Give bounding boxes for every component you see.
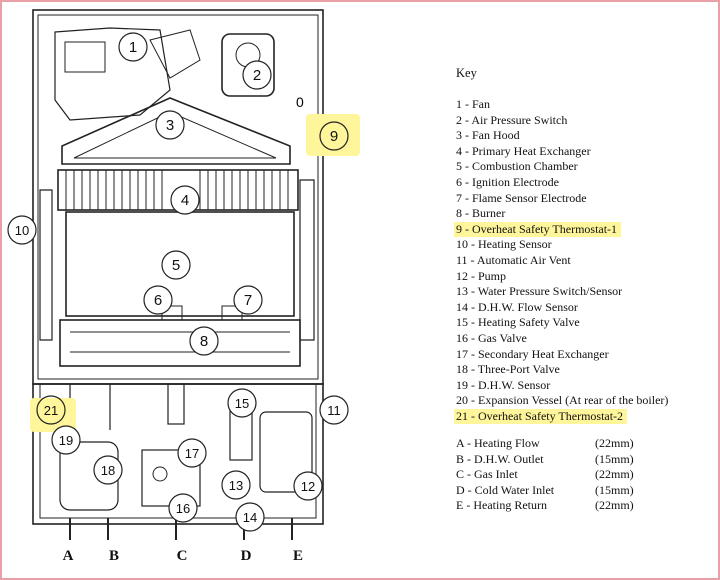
callout-circle bbox=[143, 285, 173, 315]
callout-number: 6 bbox=[154, 292, 162, 309]
connection-label-c: C bbox=[176, 548, 188, 564]
pipe-row: B - D.H.W. Outlet (15mm) bbox=[456, 452, 634, 468]
key-item: 14 - D.H.W. Flow Sensor bbox=[456, 299, 578, 314]
key-item: 7 - Flame Sensor Electrode bbox=[456, 190, 587, 205]
callout-number: 12 bbox=[301, 479, 315, 494]
callout-circle bbox=[168, 493, 198, 523]
callout-circle bbox=[242, 60, 272, 90]
callout-circle bbox=[293, 471, 323, 501]
key-item: 2 - Air Pressure Switch bbox=[456, 112, 568, 127]
pipe-row: C - Gas Inlet (22mm) bbox=[456, 467, 634, 483]
callout-number: 1 bbox=[129, 39, 137, 56]
connection-label-d: D bbox=[240, 548, 252, 564]
callout-circle bbox=[227, 388, 257, 418]
key-item: 3 - Fan Hood bbox=[456, 128, 520, 143]
key-item: 1 - Fan bbox=[456, 97, 490, 111]
pipe-row: D - Cold Water Inlet (15mm) bbox=[456, 483, 634, 499]
callout-number: 17 bbox=[185, 446, 199, 461]
pipe-connection-table: A - Heating Flow (22mm) B - D.H.W. Outlet (… bbox=[456, 436, 634, 514]
key-item: 19 - D.H.W. Sensor bbox=[456, 377, 551, 392]
key-item: 17 - Secondary Heat Exchanger bbox=[456, 346, 609, 361]
callout-number: 13 bbox=[229, 478, 243, 493]
callout-number: 8 bbox=[200, 333, 208, 350]
callout-circle bbox=[177, 438, 207, 468]
key-item: 11 - Automatic Air Vent bbox=[456, 252, 571, 267]
pipe-label: B - D.H.W. Outlet bbox=[456, 451, 544, 466]
callout-circle bbox=[319, 121, 349, 151]
callout-circle bbox=[170, 185, 200, 215]
callout-number: 3 bbox=[166, 117, 174, 134]
pipe-label: E - Heating Return bbox=[456, 498, 547, 513]
pipe-row: A - Heating Flow (22mm) bbox=[456, 436, 634, 452]
callout-circle bbox=[93, 455, 123, 485]
callout-circle bbox=[7, 215, 37, 245]
callout-number: 21 bbox=[44, 403, 58, 418]
callout-circle bbox=[233, 285, 263, 315]
pipe-label: D - Cold Water Inlet bbox=[456, 482, 555, 497]
key-item: 4 - Primary Heat Exchanger bbox=[456, 143, 591, 158]
callout-circle bbox=[235, 502, 265, 532]
pipe-size: (15mm) bbox=[595, 451, 634, 466]
callout-circle bbox=[155, 110, 185, 140]
pipe-size: (22mm) bbox=[595, 467, 634, 482]
key-item: 10 - Heating Sensor bbox=[456, 237, 552, 252]
callout-circle bbox=[189, 326, 219, 356]
key-item: 16 - Gas Valve bbox=[456, 330, 527, 345]
key-item: 6 - Ignition Electrode bbox=[456, 174, 559, 189]
pipe-label: A - Heating Flow bbox=[456, 436, 540, 450]
callout-circle bbox=[221, 470, 251, 500]
key-item: 13 - Water Pressure Switch/Sensor bbox=[456, 284, 623, 299]
callout-circle bbox=[161, 250, 191, 280]
key-item: 20 - Expansion Vessel (At rear of the bo… bbox=[456, 393, 669, 408]
callout-number: 16 bbox=[176, 501, 190, 516]
callout-number: 4 bbox=[181, 192, 189, 209]
pipe-size: (15mm) bbox=[595, 482, 634, 497]
pipe-size: (22mm) bbox=[595, 498, 634, 513]
pipe-size: (22mm) bbox=[595, 436, 634, 450]
key-item: 9 - Overheat Safety Thermostat-1 bbox=[454, 221, 622, 238]
callout-number: 18 bbox=[101, 463, 115, 478]
callout-circle bbox=[51, 425, 81, 455]
callout-number: 7 bbox=[244, 292, 252, 309]
connection-label-a: A bbox=[62, 548, 74, 564]
callout-number: 2 bbox=[253, 67, 261, 84]
callout-circle bbox=[118, 32, 148, 62]
callout-number: 14 bbox=[243, 510, 257, 525]
highlight-marker-9 bbox=[306, 114, 360, 156]
callout-number: 10 bbox=[15, 223, 29, 238]
callout-number: 9 bbox=[330, 128, 338, 145]
callout-number: 19 bbox=[59, 433, 73, 448]
key-title: Key bbox=[456, 66, 477, 80]
pipe-label: C - Gas Inlet bbox=[456, 467, 518, 482]
key-item: 21 - Overheat Safety Thermostat-2 bbox=[454, 408, 628, 425]
pipe-row: E - Heating Return (22mm) bbox=[456, 498, 634, 514]
small-mark: 0 bbox=[296, 94, 304, 110]
callout-circle bbox=[36, 395, 66, 425]
callout-number: 15 bbox=[235, 396, 249, 411]
key-item: 18 - Three-Port Valve bbox=[456, 362, 560, 377]
callout-circle bbox=[319, 395, 349, 425]
key-item: 15 - Heating Safety Valve bbox=[456, 315, 580, 330]
connection-label-b: B bbox=[108, 548, 119, 564]
key-item: 5 - Combustion Chamber bbox=[456, 159, 578, 174]
callout-number: 11 bbox=[327, 403, 341, 418]
callout-number: 5 bbox=[172, 257, 180, 274]
connection-label-e: E bbox=[292, 548, 303, 564]
key-item: 12 - Pump bbox=[456, 268, 507, 283]
key-item: 8 - Burner bbox=[456, 206, 506, 221]
